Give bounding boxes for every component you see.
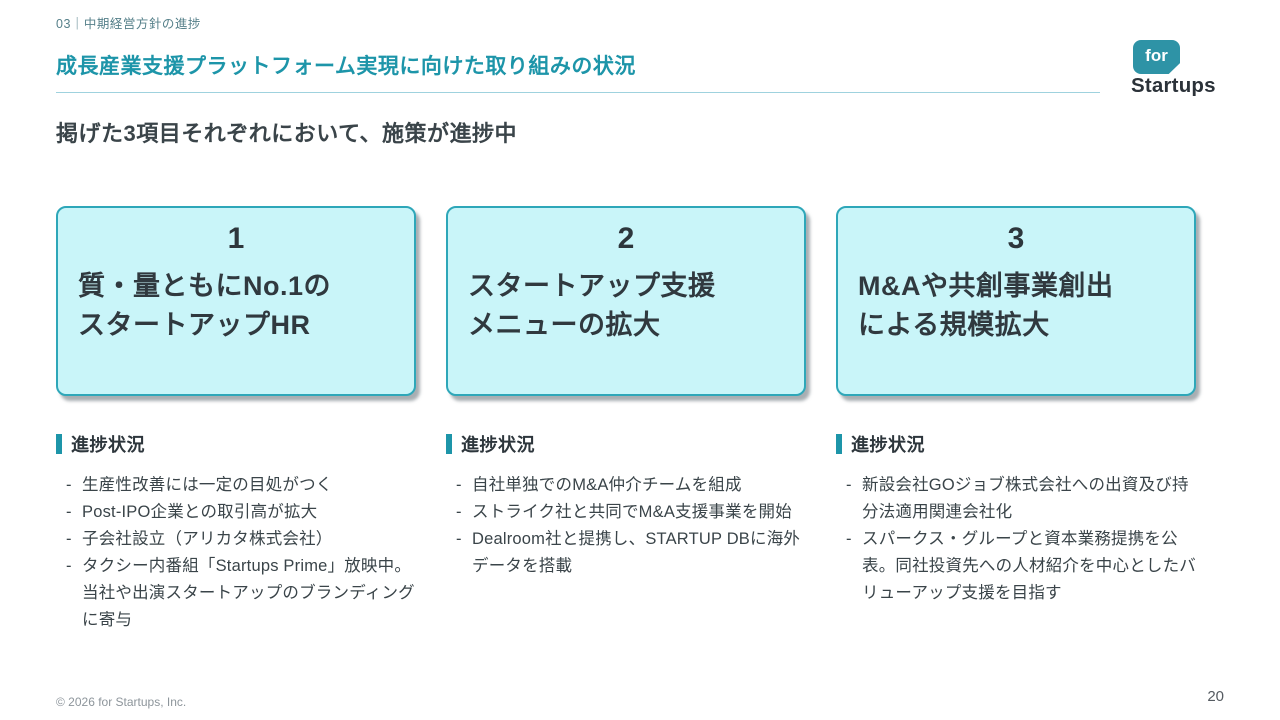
progress-bullet-list: - 生産性改善には一定の目処がつく - Post-IPO企業との取引高が拡大 -… [56,472,424,634]
initiative-card-1: 1 質・量ともにNo.1の スタートアップHR [56,206,416,396]
list-item: - スパークス・グループと資本業務提携を公表。同社投資先への人材紹介を中心とした… [836,526,1204,607]
progress-heading: 進捗状況 [446,432,814,456]
list-item: - 生産性改善には一定の目処がつく [56,472,424,499]
bullet-text: ストライク社と共同でM&A支援事業を開始 [472,503,792,521]
progress-heading: 進捗状況 [56,432,424,456]
progress-heading-label: 進捗状況 [71,435,145,455]
page-number: 20 [1207,688,1224,705]
heading-accent-bar [836,434,842,454]
bullet-text: Post-IPO企業との取引高が拡大 [82,503,318,521]
copyright-text: © 2026 for Startups, Inc. [56,695,187,709]
bullet-dash-marker: - [66,557,72,575]
progress-bullet-list: - 新設会社GOジョブ株式会社への出資及び持分法適用関連会社化 - スパークス・… [836,472,1204,607]
progress-section-1: 進捗状況 - 生産性改善には一定の目処がつく - Post-IPO企業との取引高… [56,432,424,634]
bullet-dash-marker: - [456,530,462,548]
progress-heading-label: 進捗状況 [851,435,925,455]
bullet-text: スパークス・グループと資本業務提携を公表。同社投資先への人材紹介を中心としたバリ… [862,530,1196,602]
initiative-card-3: 3 M&Aや共創事業創出 による規模拡大 [836,206,1196,396]
bullet-dash-marker: - [456,503,462,521]
logo-bubble-icon: for [1133,40,1180,74]
bullet-dash-marker: - [846,530,852,548]
list-item: - Post-IPO企業との取引高が拡大 [56,499,424,526]
logo-mark-text: for [1145,45,1168,65]
card-number: 2 [617,222,635,255]
progress-section-2: 進捗状況 - 自社単独でのM&A仲介チームを組成 - ストライク社と共同でM&A… [446,432,814,580]
slide-subtitle: 掲げた3項目それぞれにおいて、施策が進捗中 [56,121,517,146]
heading-accent-bar [56,434,62,454]
bullet-dash-marker: - [846,476,852,494]
list-item: - 新設会社GOジョブ株式会社への出資及び持分法適用関連会社化 [836,472,1204,526]
section-eyebrow: 03｜中期経営方針の進捗 [56,17,201,31]
card-title: 質・量ともにNo.1の スタートアップHR [78,271,332,341]
card-number: 3 [1007,222,1025,255]
initiative-card-2: 2 スタートアップ支援 メニューの拡大 [446,206,806,396]
bullet-dash-marker: - [66,476,72,494]
bullet-dash-marker: - [66,503,72,521]
progress-heading: 進捗状況 [836,432,1204,456]
for-startups-logo: for Startups [1131,38,1226,97]
list-item: - ストライク社と共同でM&A支援事業を開始 [446,499,814,526]
progress-bullet-list: - 自社単独でのM&A仲介チームを組成 - ストライク社と共同でM&A支援事業を… [446,472,814,580]
progress-heading-label: 進捗状況 [461,435,535,455]
list-item: - 子会社設立（アリカタ株式会社） [56,526,424,553]
title-underline-divider [56,92,1100,93]
logo-name-text: Startups [1131,74,1216,97]
heading-accent-bar [446,434,452,454]
progress-section-3: 進捗状況 - 新設会社GOジョブ株式会社への出資及び持分法適用関連会社化 - ス… [836,432,1204,607]
bullet-dash-marker: - [66,530,72,548]
list-item: - タクシー内番組「Startups Prime」放映中。当社や出演スタートアッ… [56,553,424,634]
page-title: 成長産業支援プラットフォーム実現に向けた取り組みの状況 [56,55,636,78]
card-number: 1 [227,222,245,255]
bullet-text: 自社単独でのM&A仲介チームを組成 [472,476,742,494]
bullet-text: Dealroom社と提携し、STARTUP DBに海外データを搭載 [472,530,801,575]
bullet-text: 子会社設立（アリカタ株式会社） [82,530,333,548]
card-title: スタートアップ支援 メニューの拡大 [468,271,716,341]
bullet-text: 新設会社GOジョブ株式会社への出資及び持分法適用関連会社化 [862,476,1189,521]
bullet-dash-marker: - [456,476,462,494]
list-item: - Dealroom社と提携し、STARTUP DBに海外データを搭載 [446,526,814,580]
bullet-text: 生産性改善には一定の目処がつく [82,476,333,494]
card-title: M&Aや共創事業創出 による規模拡大 [858,271,1114,341]
bullet-text: タクシー内番組「Startups Prime」放映中。当社や出演スタートアップの… [82,557,415,629]
list-item: - 自社単独でのM&A仲介チームを組成 [446,472,814,499]
